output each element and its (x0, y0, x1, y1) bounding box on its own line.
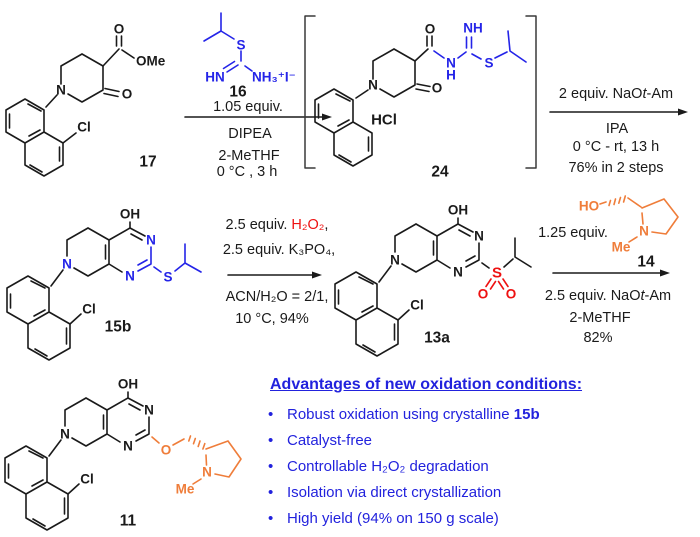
structure-13a: OH N N N S O O Cl 13a (334, 203, 532, 357)
step4-solvent: 2-MeTHF (569, 310, 631, 326)
atom-s-label: S (163, 270, 172, 285)
bullet-dot: • (268, 432, 274, 449)
advantage-bullet-3: •Controllable H₂O₂ degradation (268, 458, 489, 475)
atom-n-label: N (125, 269, 135, 284)
atom-o-label: O (425, 22, 436, 37)
structure-11: OH N N N O N Me Cl 11 (4, 377, 242, 531)
atom-n-label: N (446, 56, 456, 71)
atom-nh-label: NH (463, 21, 483, 36)
atom-o-label: O (506, 287, 517, 302)
compound-24-number: 24 (431, 164, 449, 181)
atom-n-label: N (453, 265, 463, 280)
reaction-arrow-3 (227, 271, 322, 279)
step3-solvent: ACN/H₂O = 2/1, (225, 289, 329, 305)
atom-cl-label: Cl (77, 120, 91, 135)
atom-n-label: N (56, 83, 66, 98)
step3-oxidant: 2.5 equiv. H₂O₂, (225, 217, 329, 233)
atom-o-label: O (432, 81, 443, 96)
atom-n-label: N (474, 229, 484, 244)
atom-s-label: S (484, 56, 493, 71)
atom-n-label: N (62, 257, 72, 272)
atom-n-label: N (202, 465, 212, 480)
reaction-arrow-1 (184, 113, 332, 121)
compound-13a-number: 13a (424, 330, 450, 347)
step4-equiv: 1.25 equiv. (538, 225, 608, 241)
structure-15b: OH N N N S Cl 15b (6, 207, 202, 361)
bullet-dot: • (268, 406, 274, 423)
advantages-title: Advantages of new oxidation conditions: (270, 376, 583, 393)
structure-24: N O O N H NH S HCl 24 (304, 15, 537, 181)
atom-s-label: S (492, 265, 502, 282)
atom-n-label: N (390, 253, 400, 268)
compound-17-number: 17 (139, 154, 156, 171)
structure-14: HO N Me 14 (579, 195, 679, 271)
compound-16-number: 16 (229, 84, 247, 101)
step4-yield: 82% (583, 330, 613, 346)
stereo-hash-bond (608, 195, 627, 207)
advantage-bullet-1: •Robust oxidation using crystalline 15b (268, 406, 540, 423)
bullet-dot: • (268, 484, 274, 501)
compound-11-number: 11 (120, 513, 137, 530)
atom-cl-label: Cl (410, 298, 424, 313)
atom-oh-label: OH (448, 203, 468, 218)
step2-yield: 76% in 2 steps (568, 160, 664, 176)
atom-cl-label: Cl (80, 472, 94, 487)
atom-oh-label: OH (120, 207, 140, 222)
step2-temp-time: 0 °C - rt, 13 h (572, 139, 660, 155)
step3-base: 2.5 equiv. K₃PO₄, (222, 242, 336, 258)
atom-me-label: Me (612, 240, 631, 255)
step1-temp-time: 0 °C , 3 h (216, 164, 278, 180)
atom-o-label: O (478, 287, 489, 302)
compound-15b-number: 15b (105, 319, 132, 336)
atom-o-label: O (114, 22, 125, 37)
atom-n-label: N (123, 439, 133, 454)
structure-17: N O OMe O Cl 17 (5, 22, 166, 177)
bracket-right (525, 15, 537, 169)
step1-base: DIPEA (228, 126, 272, 142)
bracket-left (304, 15, 316, 169)
step3-temp-yield: 10 °C, 94% (235, 311, 309, 327)
step1-equiv: 1.05 equiv. (213, 99, 283, 115)
stereo-hash-bond (188, 435, 206, 450)
step1-solvent: 2-MeTHF (218, 148, 280, 164)
bullet-dot: • (268, 510, 274, 527)
hcl-salt-label: HCl (371, 112, 397, 129)
atom-oh-label: OH (118, 377, 138, 392)
atom-s-label: S (236, 38, 245, 53)
atom-h-label: H (446, 68, 456, 83)
bullet-dot: • (268, 458, 274, 475)
atom-n-label: N (146, 233, 156, 248)
atom-o-label: O (122, 87, 133, 102)
h2o2-red-text: H₂O₂ (291, 217, 325, 233)
compound-14-number: 14 (637, 254, 655, 271)
step4-base: 2.5 equiv. NaOt-Am (544, 288, 672, 304)
step2-reagent: 2 equiv. NaOt-Am (558, 86, 674, 102)
advantage-bullet-5: •High yield (94% on 150 g scale) (268, 510, 499, 527)
atom-ome-label: OMe (136, 54, 166, 69)
atom-hn-label: HN (205, 70, 225, 85)
step2-solvent: IPA (605, 121, 629, 137)
atom-o-label: O (161, 443, 172, 458)
atom-ho-label: HO (579, 199, 599, 214)
structure-16: S HN NH₃⁺I⁻ 16 (203, 12, 296, 101)
advantage-bullet-2: •Catalyst-free (268, 432, 373, 449)
reaction-arrow-4 (552, 269, 670, 277)
atom-me-label: Me (176, 482, 195, 497)
atom-n-label: N (639, 224, 649, 239)
advantage-bullet-4: •Isolation via direct crystallization (268, 484, 502, 501)
atom-cl-label: Cl (82, 302, 96, 317)
atom-n-label: N (144, 403, 154, 418)
atom-n-label: N (368, 78, 378, 93)
reaction-arrow-2 (549, 108, 688, 116)
atom-n-label: N (60, 427, 70, 442)
atom-nh3i-label: NH₃⁺I⁻ (252, 70, 296, 85)
